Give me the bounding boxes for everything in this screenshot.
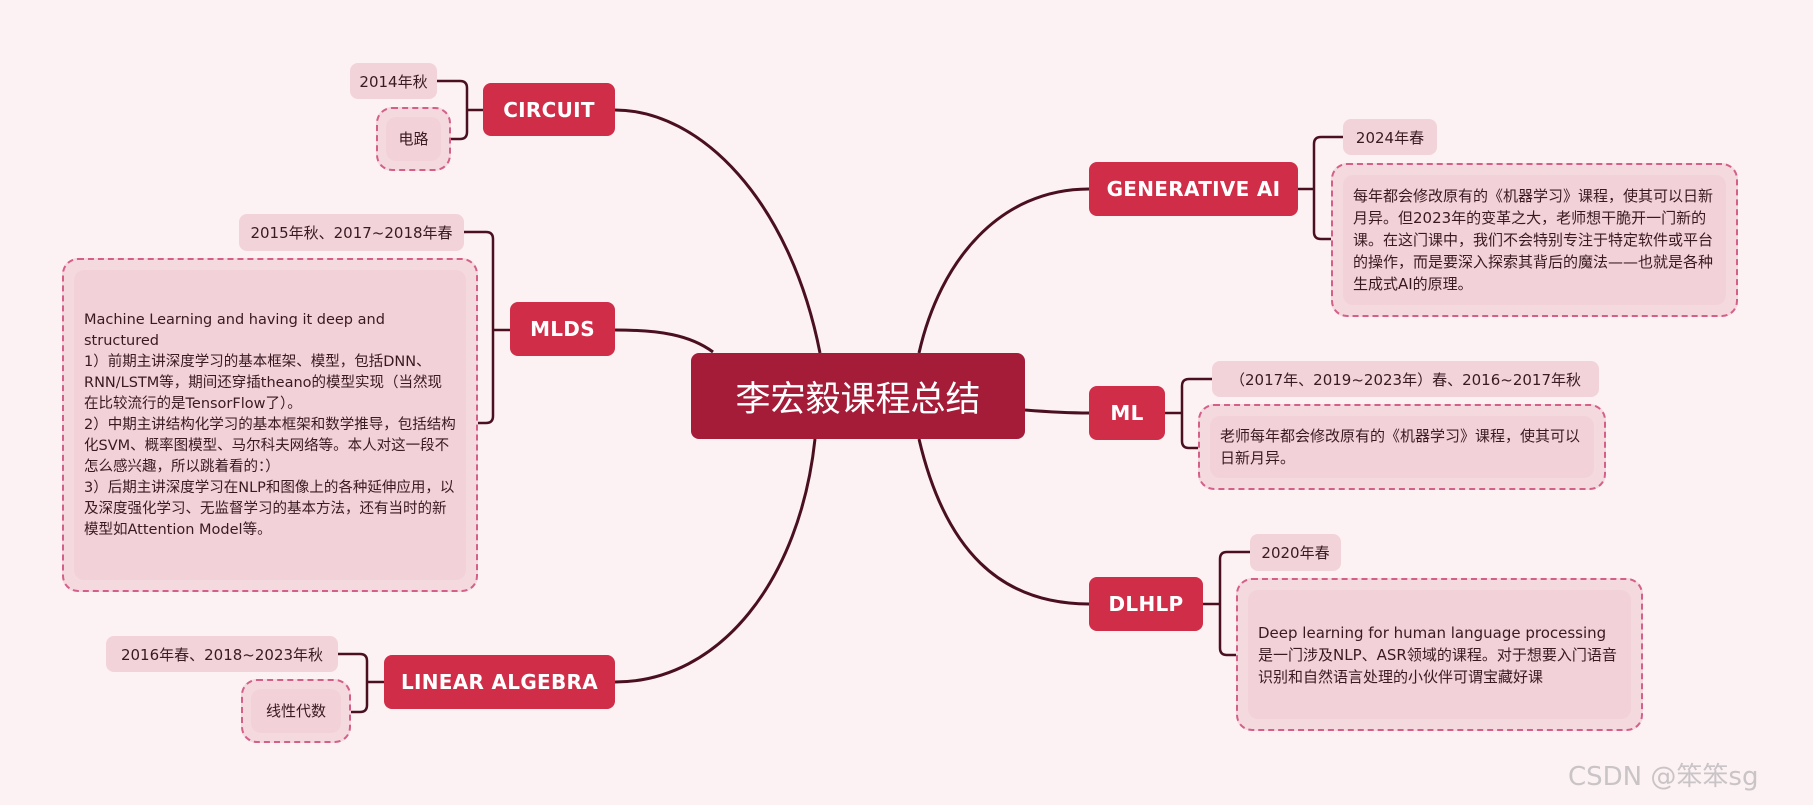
- circuit-note-text: 电路: [386, 117, 441, 161]
- linear-algebra-note[interactable]: 线性代数: [241, 679, 351, 743]
- ml-note-text: 老师每年都会修改原有的《机器学习》课程，使其可以日新月异。: [1210, 416, 1594, 478]
- ml-note[interactable]: 老师每年都会修改原有的《机器学习》课程，使其可以日新月异。: [1198, 404, 1606, 490]
- dlhlp-time-text: 2020年春: [1261, 544, 1330, 562]
- circuit-time-label[interactable]: 2014年秋: [350, 63, 437, 99]
- connector-ml: [1024, 408, 1090, 415]
- central-topic[interactable]: 李宏毅课程总结: [691, 353, 1025, 439]
- bracket-circuit: [437, 79, 483, 141]
- mlds-time-label[interactable]: 2015年秋、2017~2018年春: [239, 214, 464, 251]
- dlhlp-note-text: Deep learning for human language process…: [1248, 590, 1631, 719]
- bracket-ml: [1165, 377, 1212, 450]
- generative-ai-time-label[interactable]: 2024年春: [1343, 119, 1437, 155]
- topic-circuit-title: CIRCUIT: [503, 97, 595, 122]
- topic-generative-ai-title: GENERATIVE AI: [1106, 177, 1281, 201]
- ml-time-label[interactable]: （2017年、2019~2023年）春、2016~2017年秋: [1212, 361, 1599, 397]
- dlhlp-time-label[interactable]: 2020年春: [1250, 534, 1341, 571]
- topic-ml[interactable]: ML: [1089, 386, 1165, 440]
- central-topic-title: 李宏毅课程总结: [735, 379, 981, 420]
- dlhlp-note[interactable]: Deep learning for human language process…: [1236, 578, 1643, 731]
- generative-ai-note[interactable]: 每年都会修改原有的《机器学习》课程，使其可以日新月异。但2023年的变革之大，老…: [1331, 163, 1738, 317]
- mlds-note[interactable]: Machine Learning and having it deep and …: [62, 258, 478, 592]
- connector-mlds: [614, 328, 714, 354]
- bracket-linear-algebra: [338, 652, 384, 714]
- topic-circuit[interactable]: CIRCUIT: [483, 83, 615, 136]
- topic-dlhlp[interactable]: DLHLP: [1089, 577, 1203, 631]
- bracket-generative-ai: [1298, 135, 1343, 241]
- mlds-time-text: 2015年秋、2017~2018年春: [250, 224, 453, 242]
- connector-generative-ai: [917, 187, 1090, 354]
- bracket-mlds: [464, 230, 510, 425]
- connector-dlhlp: [917, 438, 1090, 606]
- bracket-dlhlp: [1203, 550, 1250, 657]
- circuit-time-text: 2014年秋: [359, 72, 428, 91]
- topic-mlds-title: MLDS: [530, 317, 595, 341]
- linear-algebra-note-text: 线性代数: [251, 689, 341, 733]
- topic-generative-ai[interactable]: GENERATIVE AI: [1089, 162, 1298, 216]
- circuit-note[interactable]: 电路: [376, 107, 451, 171]
- generative-ai-time-text: 2024年春: [1355, 128, 1425, 147]
- connector-linear-algebra: [614, 438, 817, 684]
- mlds-note-text: Machine Learning and having it deep and …: [74, 270, 466, 580]
- topic-mlds[interactable]: MLDS: [510, 302, 615, 356]
- topic-ml-title: ML: [1110, 401, 1144, 425]
- connector-circuit: [614, 108, 822, 354]
- topic-dlhlp-title: DLHLP: [1108, 592, 1184, 616]
- linear-algebra-time-text: 2016年春、2018~2023年秋: [120, 645, 324, 664]
- generative-ai-note-text: 每年都会修改原有的《机器学习》课程，使其可以日新月异。但2023年的变革之大，老…: [1343, 175, 1726, 305]
- ml-time-text: （2017年、2019~2023年）春、2016~2017年秋: [1229, 370, 1581, 389]
- linear-algebra-time-label[interactable]: 2016年春、2018~2023年秋: [106, 636, 338, 672]
- topic-linear-algebra-title: LINEAR ALGEBRA: [400, 670, 599, 694]
- topic-linear-algebra[interactable]: LINEAR ALGEBRA: [384, 655, 615, 709]
- watermark: CSDN @笨笨sg: [1568, 762, 1759, 792]
